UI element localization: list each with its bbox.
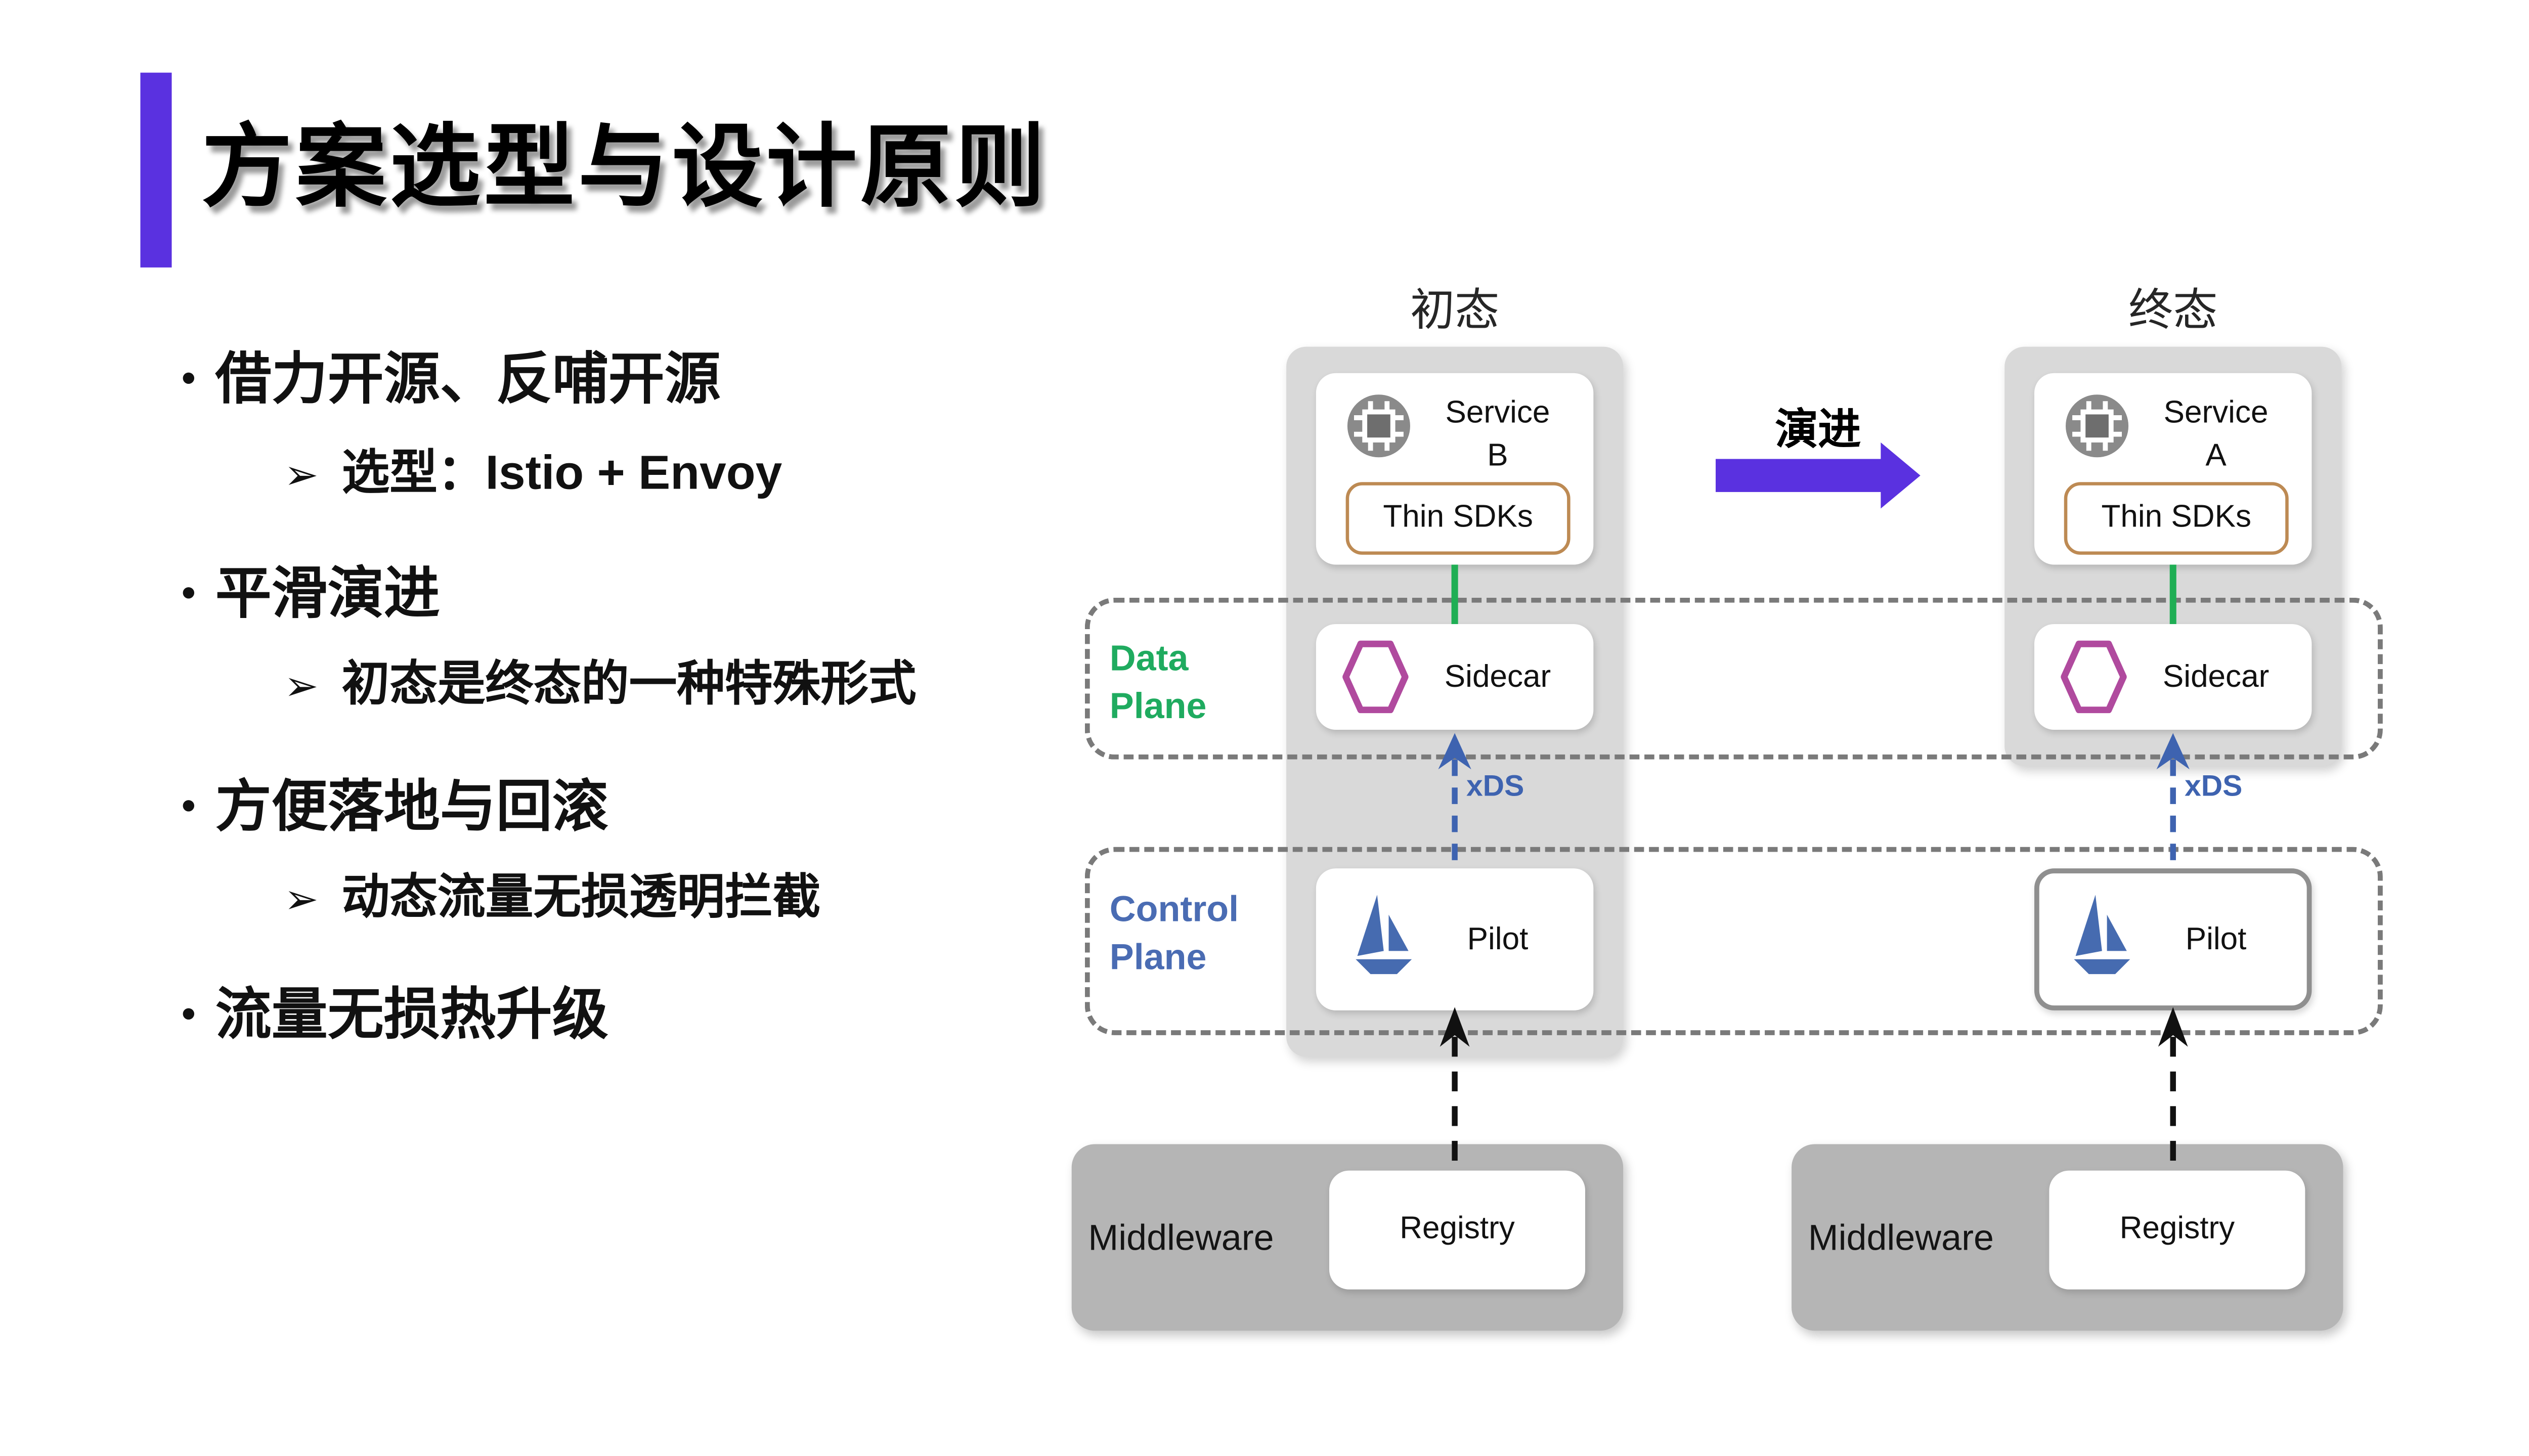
control-plane-label-line1: Control (1109, 888, 1239, 930)
title-accent-bar (140, 72, 172, 268)
data-plane-zone (1084, 597, 2383, 760)
pilot-card-final: Pilot (2034, 868, 2312, 1010)
bullet-text: 流量无损热升级 (215, 984, 608, 1047)
middleware-box-final: Middleware Registry (1792, 1144, 2343, 1331)
sdk-sidecar-connector (2169, 564, 2176, 625)
service-card-initial: Service B Thin SDKs (1316, 373, 1594, 565)
control-plane-zone (1084, 847, 2383, 1035)
service-card-final: Service A Thin SDKs (2034, 373, 2312, 565)
bullet-item: • 流量无损热升级 (182, 969, 608, 1050)
pilot-card-initial: Pilot (1316, 868, 1594, 1010)
bullet-dot-icon: • (182, 992, 196, 1037)
arrow-bullet-icon: ➢ (284, 664, 319, 710)
evolution-label: 演进 (1775, 404, 1861, 454)
data-plane-label-line2: Plane (1109, 685, 1207, 727)
envoy-hexagon-icon (1342, 640, 1409, 714)
initial-state-label: 初态 (1410, 285, 1500, 335)
sub-bullet-text: 动态流量无损透明拦截 (341, 871, 821, 925)
xds-label: xDS (1466, 769, 1524, 803)
sub-bullet-item: ➢ 动态流量无损透明拦截 (284, 859, 821, 928)
sidecar-label: Sidecar (2162, 660, 2270, 695)
bullet-dot-icon: • (182, 784, 196, 829)
control-plane-label: Control Plane (1110, 885, 1239, 981)
sub-bullet-text: 选型：Istio + Envoy (341, 447, 782, 501)
xds-arrow (1438, 733, 1471, 872)
service-label: Service A (2133, 393, 2298, 477)
page-title: 方案选型与设计原则 (201, 115, 1049, 218)
sidecar-label: Sidecar (1444, 660, 1551, 695)
data-plane-label: Data Plane (1110, 634, 1207, 730)
service-label-line1: Service (2163, 396, 2269, 431)
xds-label: xDS (2185, 769, 2243, 803)
service-label-line1: Service (1445, 396, 1550, 431)
sub-bullet-item: ➢ 初态是终态的一种特殊形式 (284, 645, 917, 715)
sdk-sidecar-connector (1451, 564, 1458, 625)
bullet-dot-icon: • (182, 357, 196, 402)
control-plane-label-line2: Plane (1109, 936, 1207, 978)
service-label: Service B (1415, 393, 1580, 477)
service-label-line2: B (1487, 438, 1508, 473)
sub-bullet-item: ➢ 选型：Istio + Envoy (284, 434, 782, 504)
service-chip-icon (2066, 394, 2129, 458)
final-state-label: 终态 (2128, 285, 2218, 335)
registry-pilot-arrow (1440, 1007, 1470, 1172)
arrow-bullet-icon: ➢ (284, 876, 319, 923)
bullet-dot-icon: • (182, 571, 196, 616)
pilot-label: Pilot (2185, 922, 2247, 958)
registry-box: Registry (2049, 1170, 2305, 1290)
registry-box: Registry (1329, 1170, 1586, 1290)
bullet-item: • 平滑演进 (182, 548, 440, 629)
sub-bullet-text: 初态是终态的一种特殊形式 (341, 658, 917, 712)
bullet-item: • 方便落地与回滚 (182, 761, 608, 842)
envoy-hexagon-icon (2061, 640, 2127, 714)
pilot-label: Pilot (1467, 922, 1529, 958)
istio-sailboat-icon (2074, 895, 2130, 975)
sidecar-card-final: Sidecar (2034, 624, 2312, 730)
thin-sdks-box: Thin SDKs (1345, 482, 1571, 555)
service-chip-icon (1347, 394, 1410, 458)
service-label-line2: A (2205, 438, 2227, 473)
arrow-bullet-icon: ➢ (284, 452, 319, 499)
evolution-arrow-icon (1715, 442, 1921, 509)
middleware-label: Middleware (1808, 1216, 1994, 1257)
xds-arrow (2156, 733, 2190, 872)
sidecar-card-initial: Sidecar (1316, 624, 1594, 730)
bullet-text: 方便落地与回滚 (215, 776, 608, 839)
data-plane-label-line1: Data (1109, 637, 1189, 679)
bullet-text: 平滑演进 (215, 563, 440, 626)
middleware-box-initial: Middleware Registry (1071, 1144, 1624, 1331)
middleware-label: Middleware (1088, 1216, 1274, 1257)
bullet-text: 借力开源、反哺开源 (215, 348, 721, 411)
thin-sdks-box: Thin SDKs (2064, 482, 2289, 555)
bullet-item: • 借力开源、反哺开源 (182, 333, 721, 414)
registry-pilot-arrow (2158, 1007, 2188, 1172)
istio-sailboat-icon (1356, 895, 1412, 975)
